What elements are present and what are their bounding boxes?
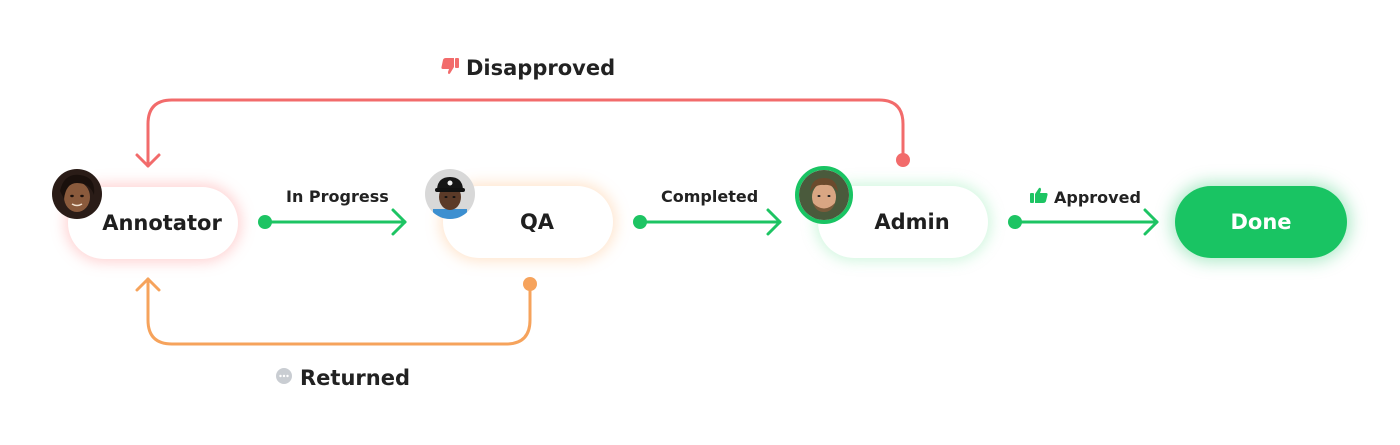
arrow-disapproved-start-dot <box>896 153 910 167</box>
node-done[interactable]: Done <box>1175 186 1347 258</box>
edge-label-approved: Approved <box>1054 187 1141 207</box>
arrow-in-progress-start-dot <box>258 215 272 229</box>
edge-label-completed: Completed <box>661 187 759 206</box>
admin-avatar <box>795 166 853 224</box>
edge-label-disapproved: Disapproved <box>466 56 616 80</box>
arrow-returned <box>135 277 532 346</box>
thumbs-up-icon <box>1030 187 1048 207</box>
qa-avatar <box>425 169 475 219</box>
edge-label-in-progress: In Progress <box>286 187 389 206</box>
annotator-avatar <box>52 169 102 219</box>
arrow-disapproved <box>135 98 905 168</box>
node-annotator-label: Annotator <box>102 211 222 235</box>
arrow-completed-start-dot <box>633 215 647 229</box>
speech-bubble-icon <box>275 366 293 390</box>
node-admin-label: Admin <box>874 210 950 234</box>
arrow-approved <box>1013 208 1159 236</box>
node-qa-label: QA <box>519 210 555 234</box>
arrow-approved-start-dot <box>1008 215 1022 229</box>
thumbs-down-icon <box>441 56 459 80</box>
edge-label-returned: Returned <box>300 366 410 390</box>
arrow-returned-start-dot <box>523 277 537 291</box>
edge-label-approved-group: Approved <box>1030 187 1141 207</box>
edge-label-returned-group: Returned <box>275 366 410 390</box>
arrow-in-progress <box>263 208 407 236</box>
node-annotator[interactable]: Annotator <box>68 187 238 259</box>
node-done-label: Done <box>1230 210 1292 234</box>
arrow-completed <box>638 208 782 236</box>
edge-label-disapproved-group: Disapproved <box>441 56 615 80</box>
